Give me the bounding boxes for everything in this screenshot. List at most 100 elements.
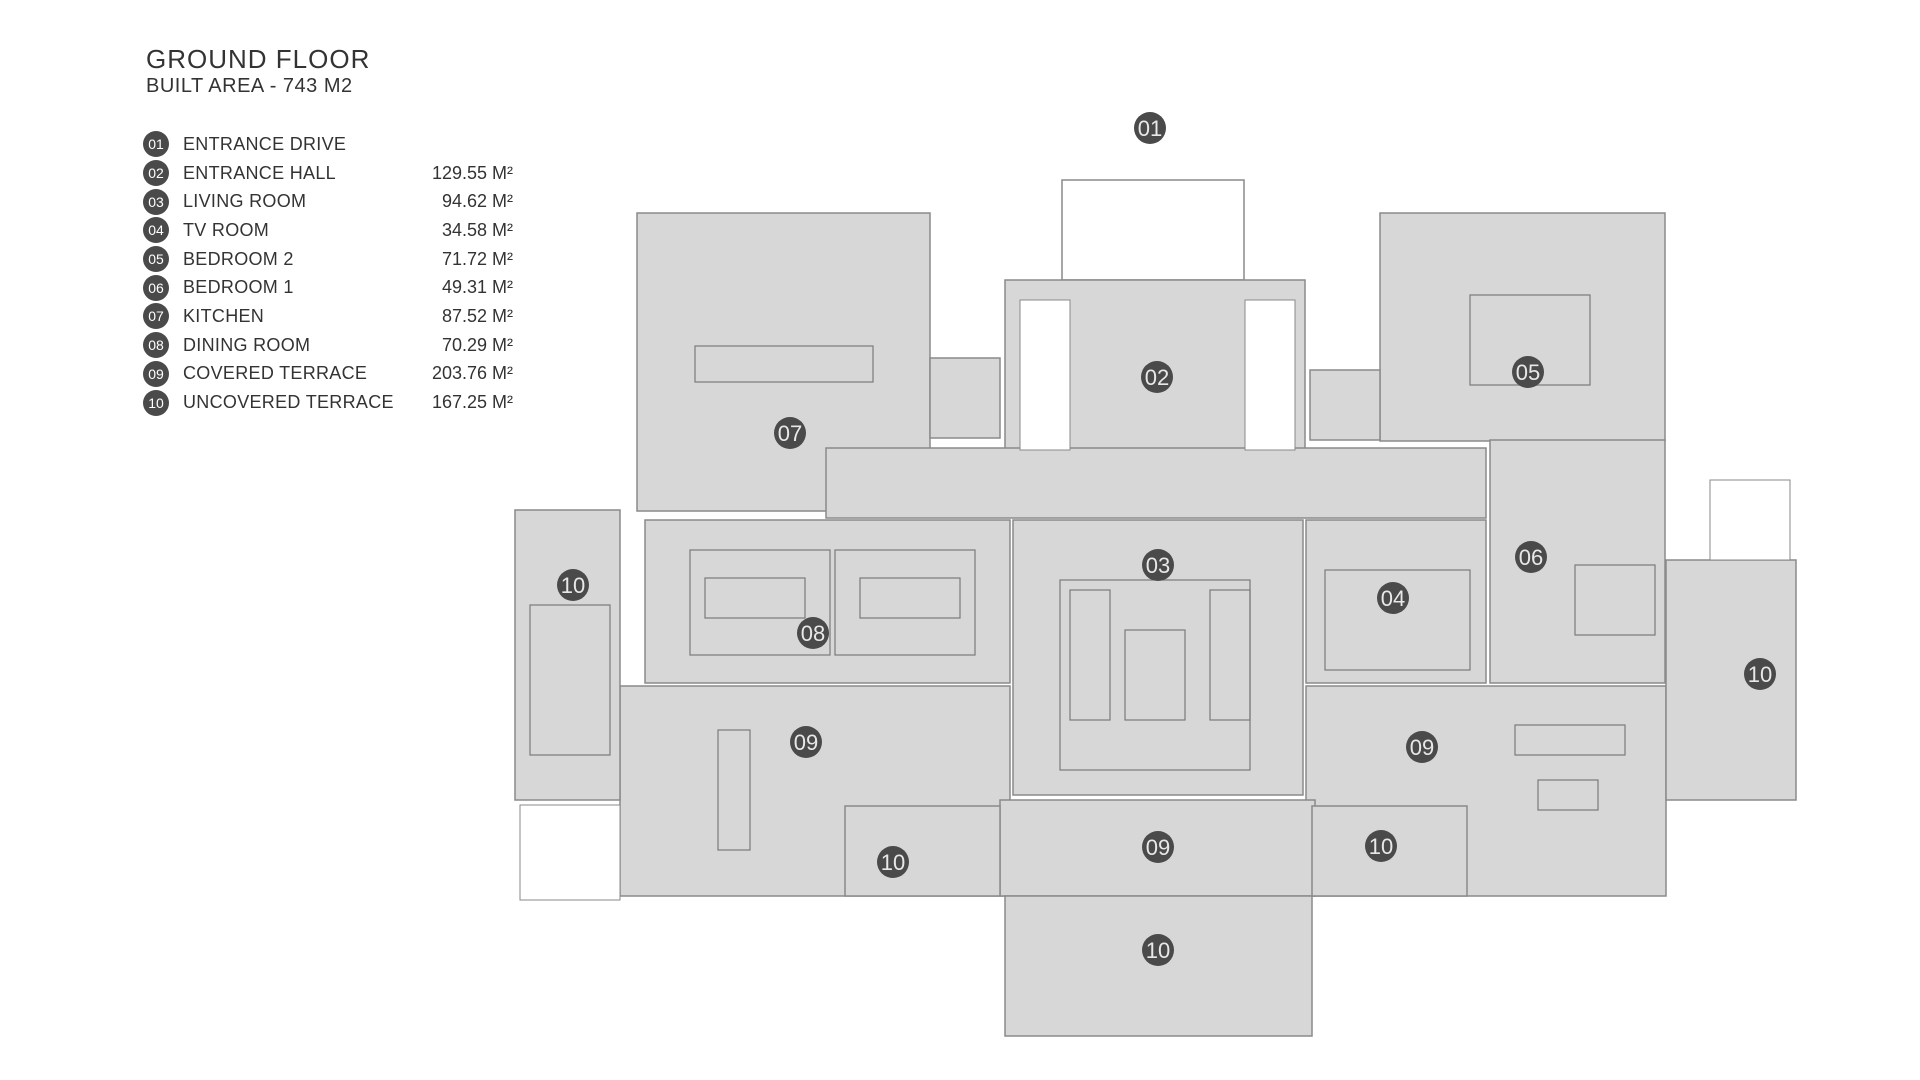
dining-rug xyxy=(689,549,831,656)
room-marker-03: 03 xyxy=(1142,549,1174,581)
legend-room-area: 70.29 M² xyxy=(441,334,513,355)
marker-label: 01 xyxy=(1138,116,1162,141)
legend-item: 07 KITCHEN 87.52 M² xyxy=(143,302,513,331)
legend-item: 03 LIVING ROOM 94.62 M² xyxy=(143,187,513,216)
dining-room-area xyxy=(644,519,1011,684)
terrace-lounge xyxy=(529,604,611,756)
legend-item: 06 BEDROOM 1 49.31 M² xyxy=(143,273,513,302)
legend-item: 02 ENTRANCE HALL 129.55 M² xyxy=(143,159,513,188)
legend-room-name: KITCHEN xyxy=(183,305,265,326)
marker-label: 10 xyxy=(1369,834,1393,859)
tv-room-rug xyxy=(1324,569,1471,671)
legend-room-area: 167.25 M² xyxy=(431,392,513,413)
dining-rug xyxy=(834,549,976,656)
room-marker-09: 09 xyxy=(1142,831,1174,863)
marker-label: 10 xyxy=(1146,938,1170,963)
page-title: GROUND FLOOR xyxy=(146,44,371,74)
room-marker-08: 08 xyxy=(797,617,829,649)
marker-label: 03 xyxy=(1146,553,1170,578)
legend-number-badge: 10 xyxy=(143,389,169,416)
room-marker-10: 10 xyxy=(1365,830,1397,862)
marker-label: 08 xyxy=(801,621,825,646)
uncovered-terrace-left xyxy=(514,509,621,801)
marker-label: 09 xyxy=(794,730,818,755)
legend-number-badge: 05 xyxy=(143,246,169,273)
stairs-layer xyxy=(519,299,1791,901)
marker-label: 05 xyxy=(1516,360,1540,385)
legend-room-name: COVERED TERRACE xyxy=(183,363,368,384)
legend-room-area: 87.52 M² xyxy=(441,305,513,326)
exterior-stair-left xyxy=(519,804,621,901)
plan-header: GROUND FLOOR BUILT AREA - 743 M2 xyxy=(146,44,370,98)
legend-number-badge: 07 xyxy=(143,303,169,330)
legend-room-area: 129.55 M² xyxy=(431,162,513,183)
corridor xyxy=(825,447,1487,519)
legend-room-name: BEDROOM 1 xyxy=(183,277,294,298)
bathroom-small xyxy=(1309,369,1381,441)
legend-room-area: 49.31 M² xyxy=(441,277,513,298)
marker-label: 09 xyxy=(1410,735,1434,760)
stair-left xyxy=(1019,299,1071,451)
room-markers: 01 02 03 04 05 06 07 08 09 09 09 10 10 1… xyxy=(557,112,1776,966)
dining-table xyxy=(704,577,806,619)
legend-number-badge: 02 xyxy=(143,160,169,187)
exterior-stair-right xyxy=(1709,479,1791,561)
legend-number-badge: 04 xyxy=(143,217,169,244)
legend-room-name: UNCOVERED TERRACE xyxy=(183,392,394,413)
uncovered-terrace-small-left xyxy=(844,805,1001,897)
terrace-table xyxy=(1537,779,1599,811)
marker-label: 10 xyxy=(1748,662,1772,687)
legend-item: 09 COVERED TERRACE 203.76 M² xyxy=(143,360,513,389)
room-marker-10: 10 xyxy=(1142,934,1174,966)
kitchen-utility xyxy=(929,357,1001,439)
legend-item: 01 ENTRANCE DRIVE xyxy=(143,130,513,159)
room-marker-01: 01 xyxy=(1134,112,1166,144)
legend-room-name: BEDROOM 2 xyxy=(183,248,294,269)
stair-right xyxy=(1244,299,1296,451)
uncovered-terrace-right xyxy=(1665,559,1797,801)
room-marker-07: 07 xyxy=(774,417,806,449)
dining-table xyxy=(859,577,961,619)
legend-room-name: ENTRANCE HALL xyxy=(183,162,336,183)
marker-label: 10 xyxy=(561,573,585,598)
room-marker-09: 09 xyxy=(790,726,822,758)
room-marker-09: 09 xyxy=(1406,731,1438,763)
terrace-sofa xyxy=(1514,724,1626,756)
legend-number-badge: 08 xyxy=(143,332,169,359)
legend-item: 08 DINING ROOM 70.29 M² xyxy=(143,331,513,360)
room-marker-02: 02 xyxy=(1141,361,1173,393)
coffee-table xyxy=(1124,629,1186,721)
legend-room-area: 203.76 M² xyxy=(431,363,513,384)
uncovered-terrace-bottom xyxy=(1004,895,1313,1037)
marker-label: 06 xyxy=(1519,545,1543,570)
legend-item: 05 BEDROOM 2 71.72 M² xyxy=(143,245,513,274)
room-marker-04: 04 xyxy=(1377,582,1409,614)
bed xyxy=(1574,564,1656,636)
marker-label: 04 xyxy=(1381,586,1405,611)
legend-item: 10 UNCOVERED TERRACE 167.25 M² xyxy=(143,388,513,417)
legend-room-name: DINING ROOM xyxy=(183,334,311,355)
legend-room-area: 94.62 M² xyxy=(441,191,513,212)
room-marker-10: 10 xyxy=(877,846,909,878)
room-marker-06: 06 xyxy=(1515,541,1547,573)
marker-label: 10 xyxy=(881,850,905,875)
legend-number-badge: 09 xyxy=(143,360,169,387)
marker-label: 02 xyxy=(1145,365,1169,390)
legend-room-name: TV ROOM xyxy=(183,219,270,240)
legend-number-badge: 03 xyxy=(143,188,169,215)
legend-item: 04 TV ROOM 34.58 M² xyxy=(143,216,513,245)
room-legend: 01 ENTRANCE DRIVE 02 ENTRANCE HALL 129.5… xyxy=(143,130,513,417)
legend-number-badge: 01 xyxy=(143,131,169,158)
room-marker-10: 10 xyxy=(1744,658,1776,690)
sofa xyxy=(1069,589,1111,721)
legend-number-badge: 06 xyxy=(143,274,169,301)
legend-room-name: LIVING ROOM xyxy=(183,191,307,212)
marker-label: 09 xyxy=(1146,835,1170,860)
furniture-layer xyxy=(529,294,1656,851)
room-marker-05: 05 xyxy=(1512,356,1544,388)
room-marker-10: 10 xyxy=(557,569,589,601)
kitchen-island xyxy=(694,345,874,383)
legend-room-name: ENTRANCE DRIVE xyxy=(183,133,347,154)
bedroom-2-room xyxy=(1379,212,1666,442)
